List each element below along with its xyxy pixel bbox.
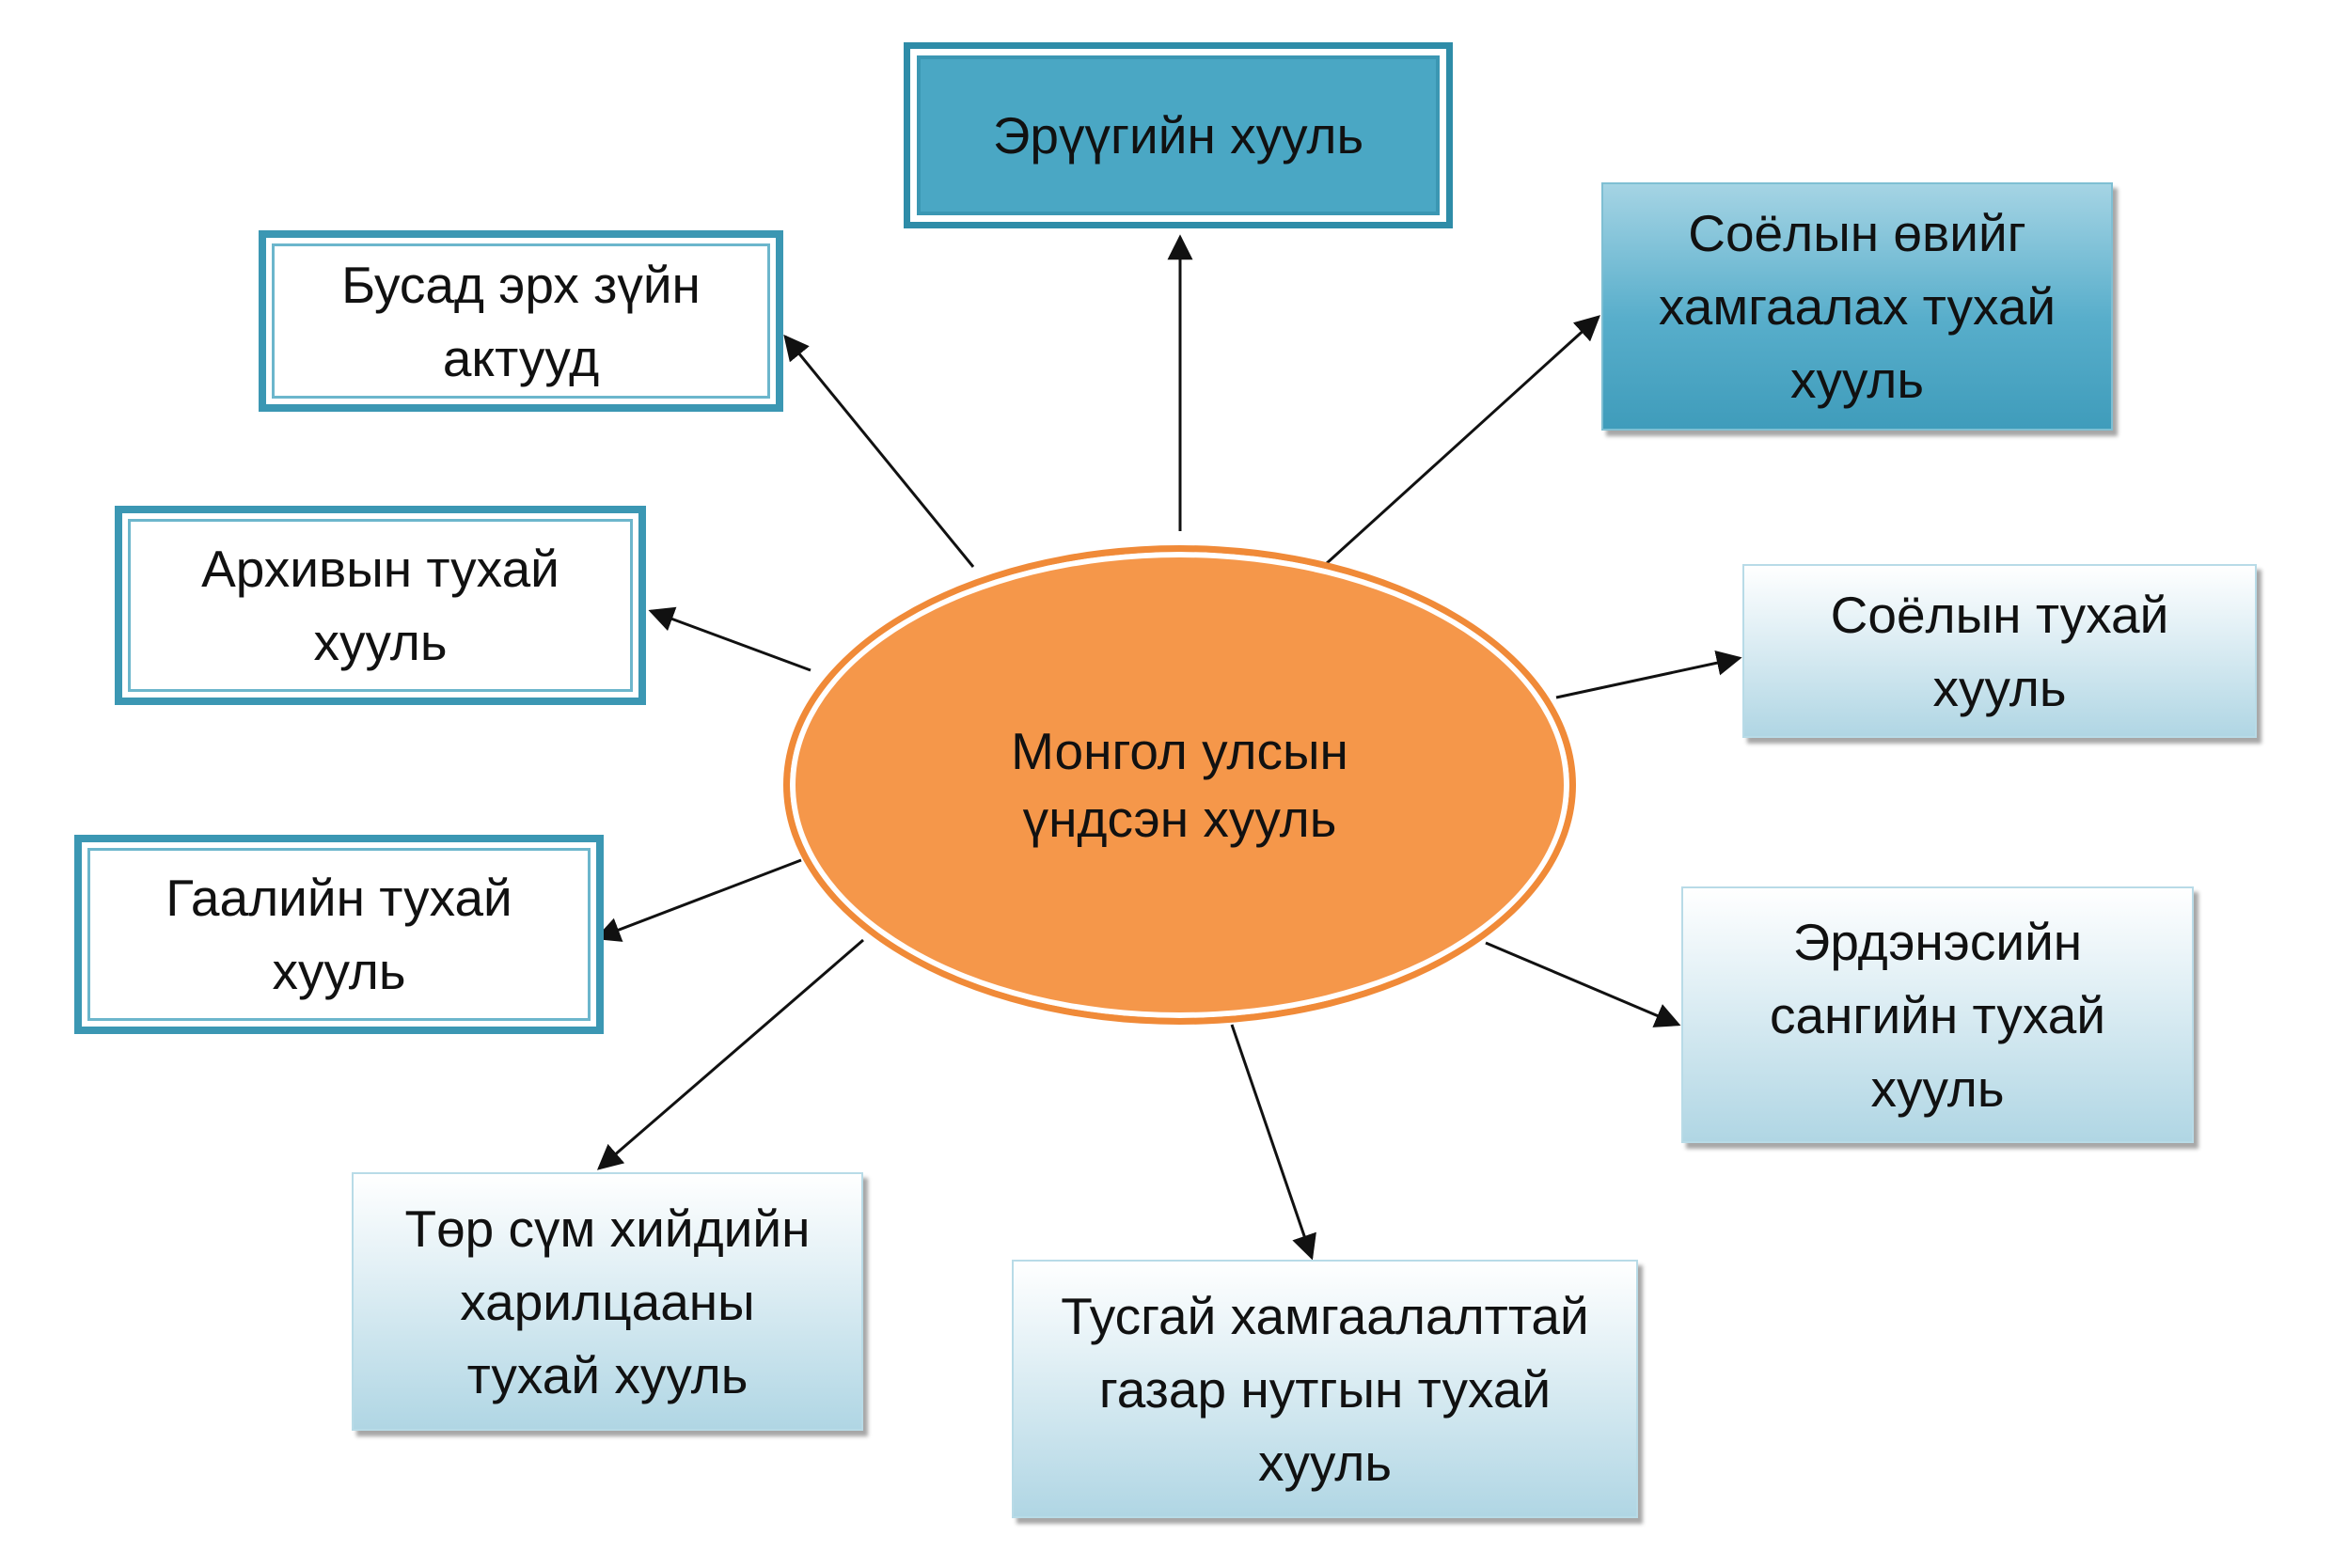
node-soel-ov: Соёлын өвийг хамгаалах тухай хууль — [1601, 182, 2113, 431]
node-erdenes: Эрдэнэсийн сангийн тухай хууль — [1681, 886, 2194, 1143]
center-node-constitution: Монгол улсын үндсэн хууль — [783, 545, 1576, 1025]
center-node-label: Монгол улсын үндсэн хууль — [1011, 722, 1348, 848]
node-gaali: Гаалийн тухай хууль — [74, 835, 604, 1034]
node-tor-sum: Төр сүм хийдийн харилцааны тухай хууль — [352, 1172, 863, 1431]
node-busad-label: Бусад эрх зүйн актууд — [341, 255, 701, 387]
arrow-to-soel — [1555, 650, 1742, 699]
node-gaali-label: Гаалийн тухай хууль — [165, 869, 512, 1000]
arrow-to-erdenes — [1485, 941, 1681, 1027]
arrow-to-soel-ov — [1324, 315, 1601, 566]
node-soel-label: Соёлын тухай хууль — [1830, 585, 2169, 717]
arrow-to-gaali — [594, 858, 802, 942]
node-eruu: Эрүүгийн хууль — [904, 42, 1453, 228]
arrow-to-arkhiv — [648, 606, 811, 672]
node-eruu-label: Эрүүгийн хууль — [992, 106, 1364, 165]
node-arkhiv-label: Архивын тухай хууль — [201, 540, 559, 671]
arrow-to-busad — [783, 334, 975, 568]
node-tusgai: Тусгай хамгаалалттай газар нутгын тухай … — [1012, 1260, 1638, 1518]
node-tusgai-label: Тусгай хамгаалалттай газар нутгын тухай … — [1061, 1286, 1589, 1492]
arrow-to-tusgai — [1230, 1024, 1316, 1261]
node-soel-ov-label: Соёлын өвийг хамгаалах тухай хууль — [1658, 204, 2056, 409]
node-soel: Соёлын тухай хууль — [1742, 564, 2257, 738]
arrow-to-tor-sum — [596, 938, 864, 1170]
node-arkhiv: Архивын тухай хууль — [115, 506, 646, 705]
node-tor-sum-label: Төр сүм хийдийн харилцааны тухай хууль — [404, 1199, 811, 1404]
node-erdenes-label: Эрдэнэсийн сангийн тухай хууль — [1769, 912, 2106, 1118]
node-busad: Бусад эрх зүйн актууд — [259, 230, 783, 412]
